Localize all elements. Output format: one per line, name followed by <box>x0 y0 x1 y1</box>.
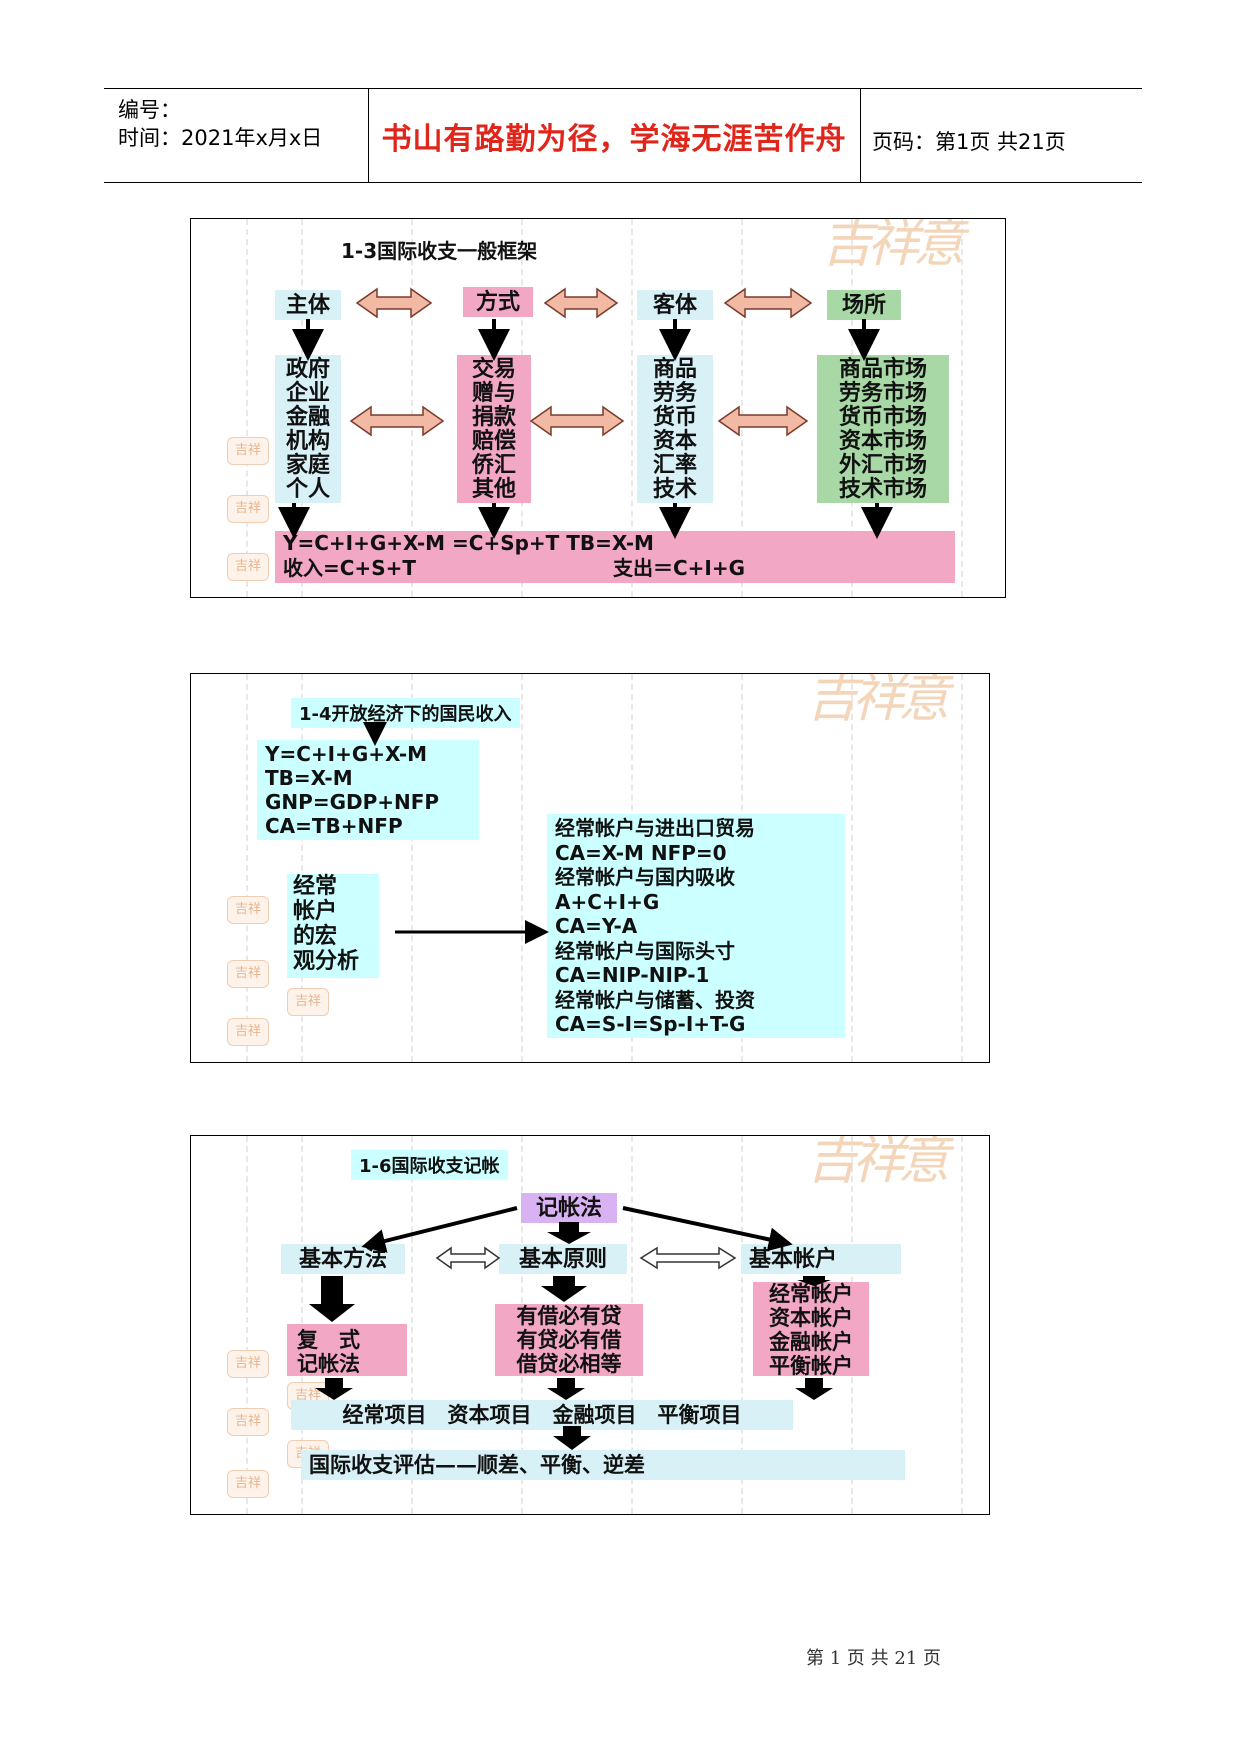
bop-evaluation: 国际收支评估——顺差、平衡、逆差 <box>301 1450 905 1480</box>
auspicious-watermark: 吉祥意 <box>821 218 965 274</box>
auspicious-watermark: 吉祥意 <box>806 1135 950 1191</box>
analysis-line: CA=X-M NFP=0 <box>555 840 727 865</box>
analysis-line: CA=S-I=Sp-I+T-G <box>555 1012 746 1036</box>
header-motto: 书山有路勤为径，学海无涯苦作舟 <box>381 122 847 157</box>
formula-item: Y=C+I+G+X-M <box>265 742 428 766</box>
object-list: 商品 劳务 货币 资本 汇率 技术 <box>637 355 713 503</box>
header-method: 方式 <box>463 287 533 317</box>
header-object: 客体 <box>637 290 713 320</box>
slide-bop-framework: 吉祥意 吉祥 吉祥 吉祥 1-3国际收支一般框架 主体 方式 客体 场所 政府 … <box>190 218 1006 598</box>
analysis-line: 经常帐户与进出口贸易 <box>555 816 755 840</box>
header-bottom-rule <box>104 182 1142 183</box>
doc-code-label: 编号： <box>118 98 181 122</box>
formula-line-1: Y=C+I+G+X-M =C+Sp+T TB=X-M <box>283 531 654 555</box>
slide1-title: 1-3国际收支一般框架 <box>341 239 538 263</box>
seal-stamp: 吉祥 <box>227 1018 269 1046</box>
header-market: 场所 <box>827 290 901 320</box>
analysis-line: 经常帐户与储蓄、投资 <box>555 987 755 1012</box>
seal-stamp: 吉祥 <box>227 437 269 465</box>
slide-bop-bookkeeping: 吉祥意 吉祥 吉祥 吉祥 吉祥 吉祥 1-6国际收支记帐 记帐法 基本方法 基本… <box>190 1135 990 1515</box>
header-top-rule <box>104 88 1142 89</box>
seal-stamp: 吉祥 <box>227 495 269 523</box>
seal-stamp: 吉祥 <box>227 896 269 924</box>
income-formulas: Y=C+I+G+X-M TB=X-M GNP=GDP+NFP CA=TB+NFP <box>257 740 479 840</box>
header-subject: 主体 <box>275 290 341 320</box>
subject-list: 政府 企业 金融 机构 家庭 个人 <box>275 355 341 503</box>
branch-basic-account: 基本帐户 <box>741 1244 901 1274</box>
formula-expense: 支出＝C+I+G <box>613 556 746 580</box>
analysis-line: CA=Y-A <box>555 914 638 938</box>
analysis-line: 经常帐户与国内吸收 <box>555 865 735 889</box>
analysis-line: A+C+I+G <box>555 889 660 914</box>
seal-stamp: 吉祥 <box>227 1350 269 1378</box>
bookkeeping-method-root: 记帐法 <box>521 1193 617 1223</box>
macro-analysis-label: 经常 帐户 的宏 观分析 <box>287 874 379 978</box>
header-page-label: 页码：第1页 共21页 <box>872 130 1066 154</box>
account-types: 经常帐户 资本帐户 金融帐户 平衡帐户 <box>753 1282 869 1378</box>
seal-stamp: 吉祥 <box>287 988 329 1016</box>
formula-income: 收入=C+S+T <box>283 556 416 580</box>
seal-stamp: 吉祥 <box>227 1470 269 1498</box>
seal-stamp: 吉祥 <box>227 553 269 581</box>
header-divider-right <box>860 88 861 182</box>
slide3-arrows <box>309 1206 833 1450</box>
slide3-title: 1-6国际收支记帐 <box>351 1150 508 1180</box>
seal-stamp: 吉祥 <box>227 960 269 988</box>
page-footer: 第 1 页 共 21 页 <box>806 1648 941 1669</box>
header-divider-left <box>368 88 369 182</box>
current-account-analysis: 经常帐户与进出口贸易 CA=X-M NFP=0 经常帐户与国内吸收 A+C+I+… <box>547 814 845 1038</box>
formula-item: TB=X-M <box>265 766 353 790</box>
slide2-arrows <box>363 722 549 944</box>
double-entry-method: 复 式 记帐法 <box>287 1324 407 1376</box>
formula-item: GNP=GDP+NFP <box>265 790 440 814</box>
analysis-line: CA=NIP-NIP-1 <box>555 963 710 987</box>
auspicious-watermark: 吉祥意 <box>806 673 950 729</box>
accounting-items: 经常项目 资本项目 金融项目 平衡项目 <box>291 1400 793 1430</box>
branch-basic-principle: 基本原则 <box>499 1244 627 1274</box>
income-formula-box: Y=C+I+G+X-M =C+Sp+T TB=X-M 收入=C+S+T 支出＝C… <box>275 531 955 583</box>
debit-credit-principle: 有借必有贷 有贷必有借 借贷必相等 <box>495 1304 643 1376</box>
market-list: 商品市场 劳务市场 货币市场 资本市场 外汇市场 技术市场 <box>817 355 949 503</box>
formula-item: CA=TB+NFP <box>265 814 403 838</box>
slide2-title: 1-4开放经济下的国民收入 <box>291 698 520 728</box>
slide1-arrows <box>278 287 893 539</box>
slide-open-economy-income: 吉祥意 吉祥 吉祥 吉祥 吉祥 1-4开放经济下的国民收入 Y=C+I+G+X-… <box>190 673 990 1063</box>
seal-stamp: 吉祥 <box>227 1408 269 1436</box>
analysis-line: 经常帐户与国际头寸 <box>555 938 735 963</box>
doc-time-label: 时间：2021年x月x日 <box>118 126 323 150</box>
method-list: 交易 赠与 捐款 赔偿 侨汇 其他 <box>457 355 531 503</box>
